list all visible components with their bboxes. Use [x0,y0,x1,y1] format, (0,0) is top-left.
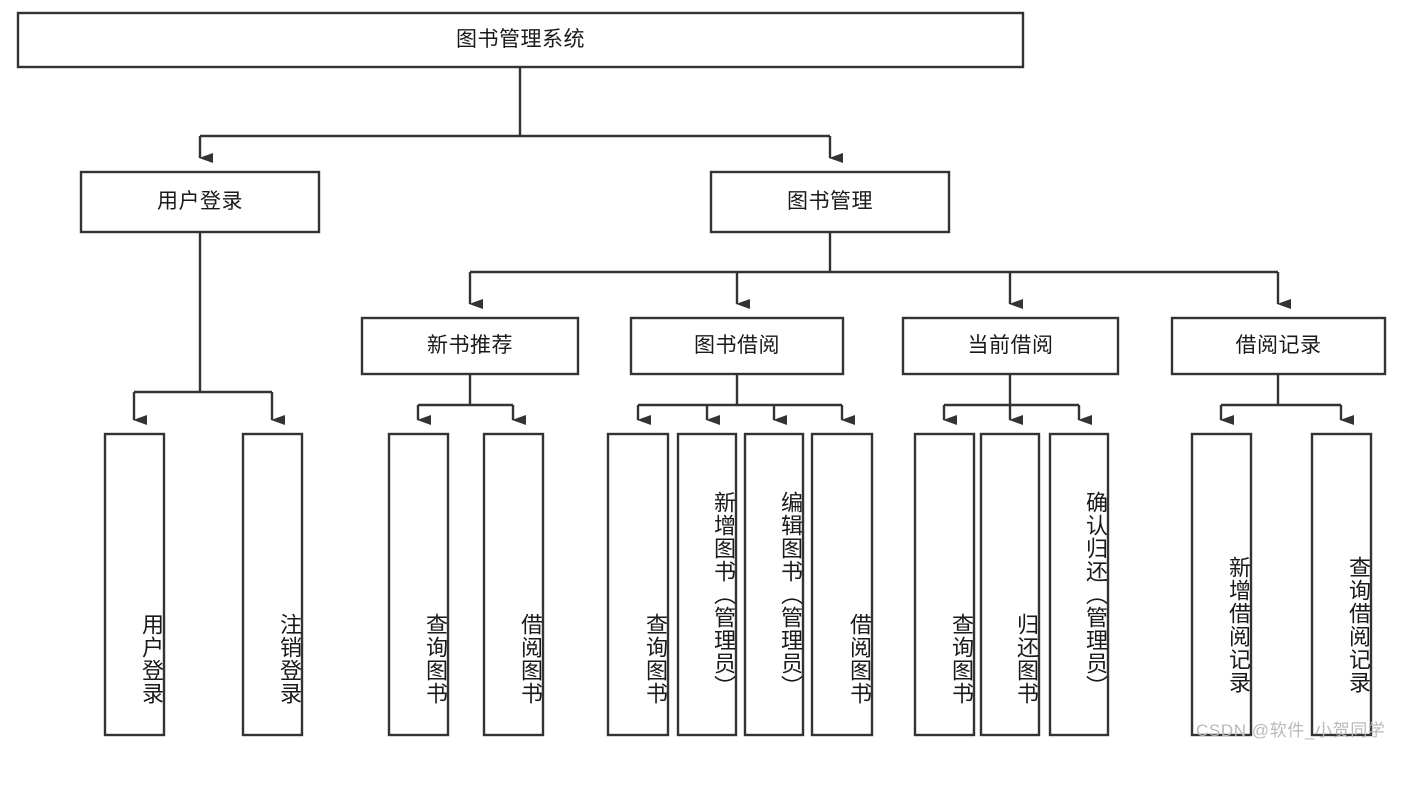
node-box-leaf-query-book-borrow[interactable] [606,432,670,737]
node-box-leaf-query-borrow-record[interactable] [1310,432,1373,737]
node-box-book-management[interactable] [709,170,951,234]
node-box-leaf-logout[interactable] [241,432,304,737]
node-box-leaf-user-login[interactable] [103,432,166,737]
node-box-user-login[interactable] [79,170,321,234]
node-box-leaf-edit-book-admin[interactable] [743,432,805,737]
node-box-book-borrow[interactable] [629,316,845,376]
node-box-new-book-recommend[interactable] [360,316,580,376]
diagram-canvas [16,11,1387,737]
node-box-leaf-borrow-book[interactable] [810,432,874,737]
node-box-current-borrow[interactable] [901,316,1120,376]
node-box-leaf-add-borrow-record[interactable] [1190,432,1253,737]
flowchart-diagram: 图书管理系统 用户登录 图书管理 新书推荐 图书借阅 当前借阅 借阅记录 用户登… [16,11,1387,740]
node-box-leaf-query-book-current[interactable] [913,432,976,737]
node-box-leaf-return-book[interactable] [979,432,1041,737]
node-box-root[interactable] [16,11,1025,69]
node-box-leaf-confirm-return-admin[interactable] [1048,432,1110,737]
node-box-borrow-record[interactable] [1170,316,1387,376]
node-box-leaf-query-book-rec[interactable] [387,432,450,737]
node-box-leaf-borrow-book-rec[interactable] [482,432,545,737]
node-box-leaf-add-book-admin[interactable] [676,432,738,737]
